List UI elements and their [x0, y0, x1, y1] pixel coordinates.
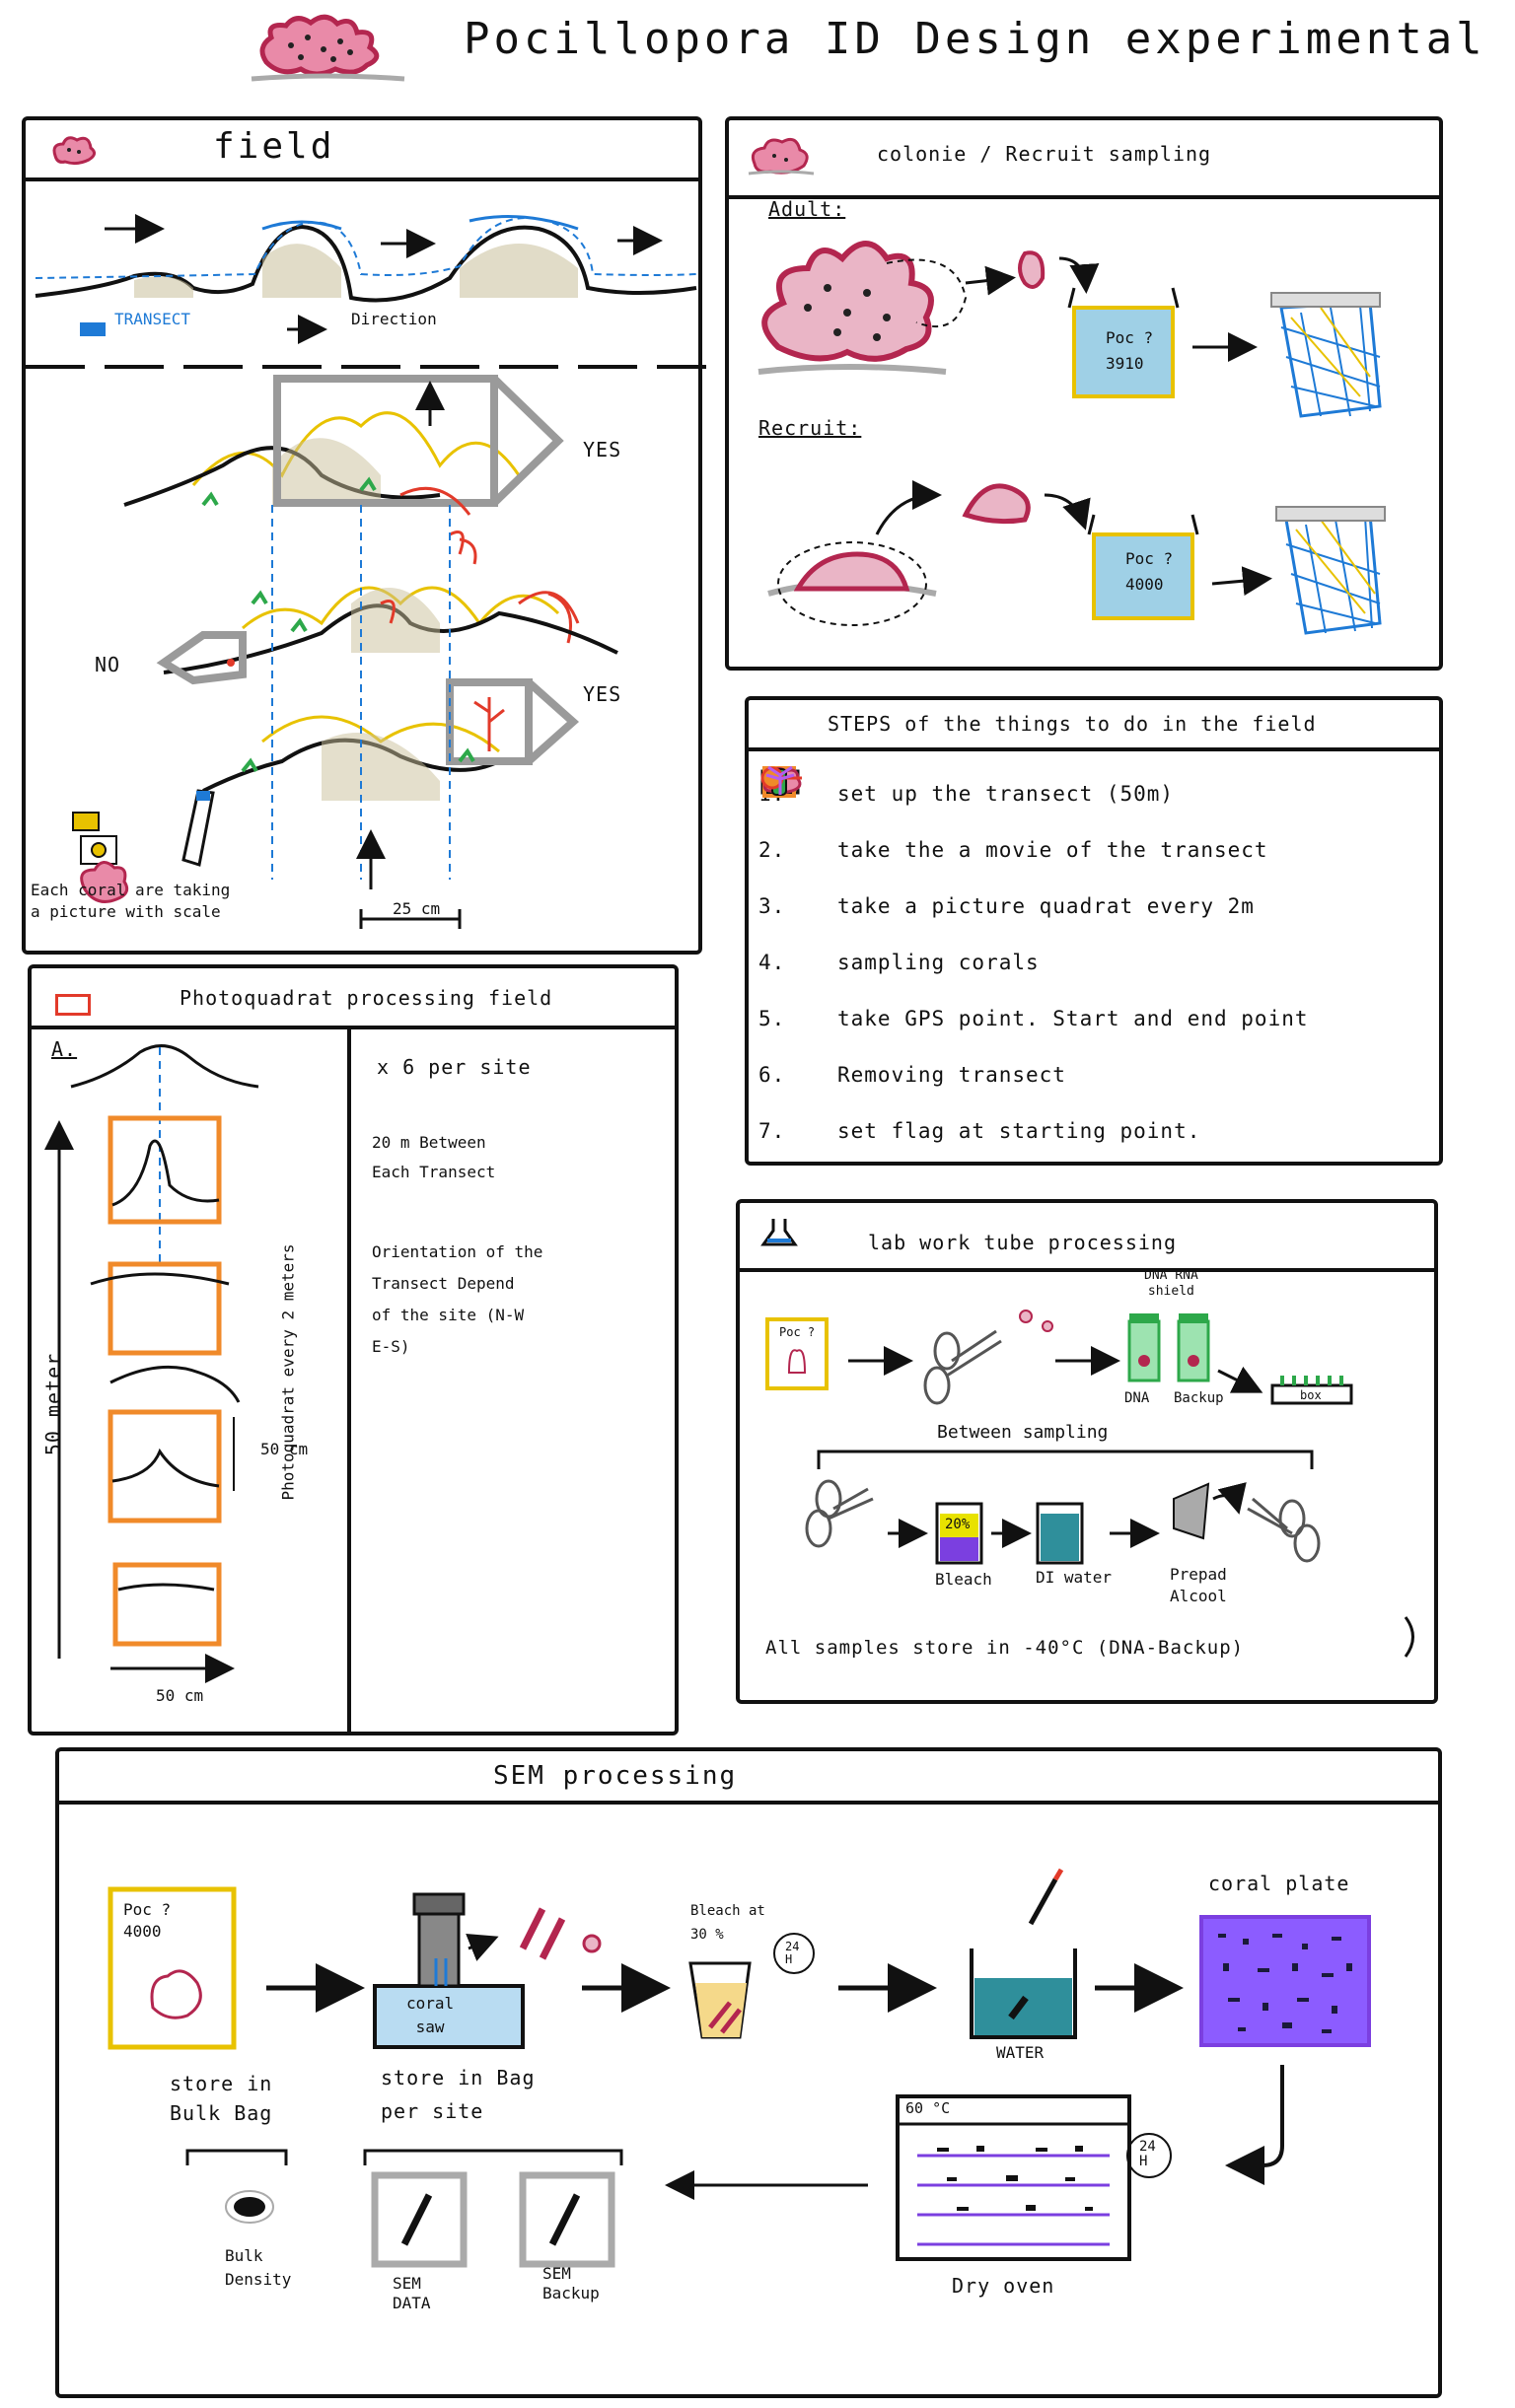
step-item: 5. take GPS point. Start and end point [758, 768, 1429, 1046]
step-text: take the a movie of the transect [837, 837, 1268, 862]
step-number: 6. [758, 1062, 786, 1087]
legend-transect: TRANSECT [114, 310, 191, 328]
photo-bottom: 50 cm [156, 1686, 204, 1705]
lab-box: box [1300, 1388, 1322, 1402]
colonie-coral-icon [747, 134, 816, 177]
sem-store-bulk: store in Bulk Bag [170, 2072, 273, 2125]
step-item: 7. set flag at starting point. [758, 765, 1429, 1159]
step-number: 5. [758, 1006, 786, 1030]
photoquadrat-title: Photoquadrat processing field [180, 986, 553, 1010]
lab-backup: Backup [1174, 1390, 1224, 1406]
lab-dna: DNA [1124, 1390, 1150, 1406]
colonie-sketch [758, 241, 1386, 635]
step-number: 7. [758, 1118, 786, 1143]
field-panel: field TRANSECT Direction [22, 116, 706, 955]
recruit-label: Recruit: [758, 416, 862, 440]
adult-label: Adult: [768, 197, 846, 221]
sem-oven-time: 24 H [1139, 2139, 1156, 2169]
lab-title: lab work tube processing [868, 1231, 1177, 1254]
sem-oven-temp: 60 °C [905, 2099, 951, 2117]
sem-title: SEM processing [493, 1761, 738, 1791]
lab-icon [759, 1215, 799, 1250]
sem-poc-label: Poc ? 4000 [123, 1900, 172, 1941]
field-yes-1: YES [583, 438, 622, 461]
tube-1-label: Poc ? 3910 [1106, 328, 1154, 373]
sem-panel: SEM processing [55, 1747, 1442, 2398]
step-text: set flag at starting point. [837, 1118, 1201, 1143]
lab-panel: lab work tube processing Poc ? DNA [736, 1199, 1438, 1704]
photo-note-1: x 6 per site [377, 1055, 532, 1079]
lab-between: Between sampling [937, 1422, 1109, 1443]
step-text: sampling corals [837, 950, 1040, 974]
step-item: 4. sampling corals [758, 766, 1429, 990]
field-photo-sketch [72, 375, 618, 929]
sem-oven-label: Dry oven [952, 2274, 1055, 2298]
step-number: 2. [758, 837, 786, 862]
sem-saw-label: coral saw [406, 1994, 455, 2036]
lab-sketch [765, 1310, 1414, 1658]
tube-2-label: Poc ? 4000 [1125, 549, 1174, 594]
lab-dna-shield: DNA RNA shield [1144, 1268, 1198, 1299]
steps-list: 1.set up the transect (50m) 2. take the a … [758, 765, 1429, 1159]
field-no: NO [95, 653, 121, 676]
sem-water-label: WATER [996, 2043, 1045, 2062]
page-title: Pocillopora ID Design experimental [464, 14, 1486, 64]
field-caption: Each coral are taking a picture with sca… [31, 881, 231, 921]
steps-panel: STEPS of the things to do in the field 1… [745, 696, 1443, 1166]
legend-direction: Direction [351, 310, 437, 328]
step-item: 1.set up the transect (50m) [758, 765, 1429, 821]
step-text: take a picture quadrat every 2m [837, 893, 1255, 918]
step-text: take GPS point. Start and end point [837, 1006, 1309, 1030]
quadrat-icon [55, 994, 91, 1016]
field-transect-sketch [26, 214, 706, 369]
lab-bleach: Bleach [935, 1570, 992, 1589]
field-title: field [213, 126, 335, 167]
field-scale: 25 cm [393, 899, 441, 918]
sem-backup-label: SEM Backup [542, 2264, 600, 2302]
step-text: Removing transect [837, 1062, 1066, 1087]
photo-a-label: A. [51, 1037, 78, 1061]
step-number: 4. [758, 950, 786, 974]
step-number: 3. [758, 893, 786, 918]
sem-store-site: store in Bag per site [381, 2066, 536, 2123]
photoquadrat-sketch [44, 1044, 259, 1683]
photo-q-size: 50 cm [260, 1440, 309, 1458]
lab-water: DI water [1036, 1568, 1113, 1587]
sem-data-label: SEM DATA [393, 2274, 431, 2312]
colonie-title: colonie / Recruit sampling [877, 142, 1212, 166]
field-coral-icon [49, 132, 99, 168]
lab-store: All samples store in -40°C (DNA-Backup) [765, 1637, 1245, 1659]
step-item: 6. Removing transect [758, 766, 1429, 1102]
photo-note-2: 20 m Between Each Transect [372, 1133, 496, 1181]
step-item: 2. take the a movie of the transect [758, 769, 1429, 878]
colonie-panel: colonie / Recruit sampling Adult: Recrui… [725, 116, 1443, 671]
step-text: set up the transect (50m) [837, 781, 1175, 806]
sem-bulk-density: Bulk Density [225, 2246, 292, 2289]
field-yes-2: YES [583, 682, 622, 706]
photoquadrat-panel: Photoquadrat processing field A. 50 mete… [28, 964, 679, 1735]
lab-tube-label: Poc ? [779, 1325, 816, 1339]
sem-bleach-label: Bleach at 30 % [690, 1903, 765, 1943]
sem-sketch [108, 1868, 1371, 2268]
lab-alcool: Prepad Alcool [1170, 1565, 1227, 1605]
title-coral-icon [247, 8, 414, 87]
photo-note-3: Orientation of the Transect Depend of th… [372, 1242, 543, 1356]
lab-bleach-pct: 20% [945, 1517, 971, 1532]
sem-time-1: 24 H [785, 1940, 800, 1966]
steps-title: STEPS of the things to do in the field [828, 712, 1317, 736]
step-item: 3. take a picture quadrat every 2m [758, 766, 1429, 934]
sem-plate-label: coral plate [1208, 1872, 1350, 1895]
